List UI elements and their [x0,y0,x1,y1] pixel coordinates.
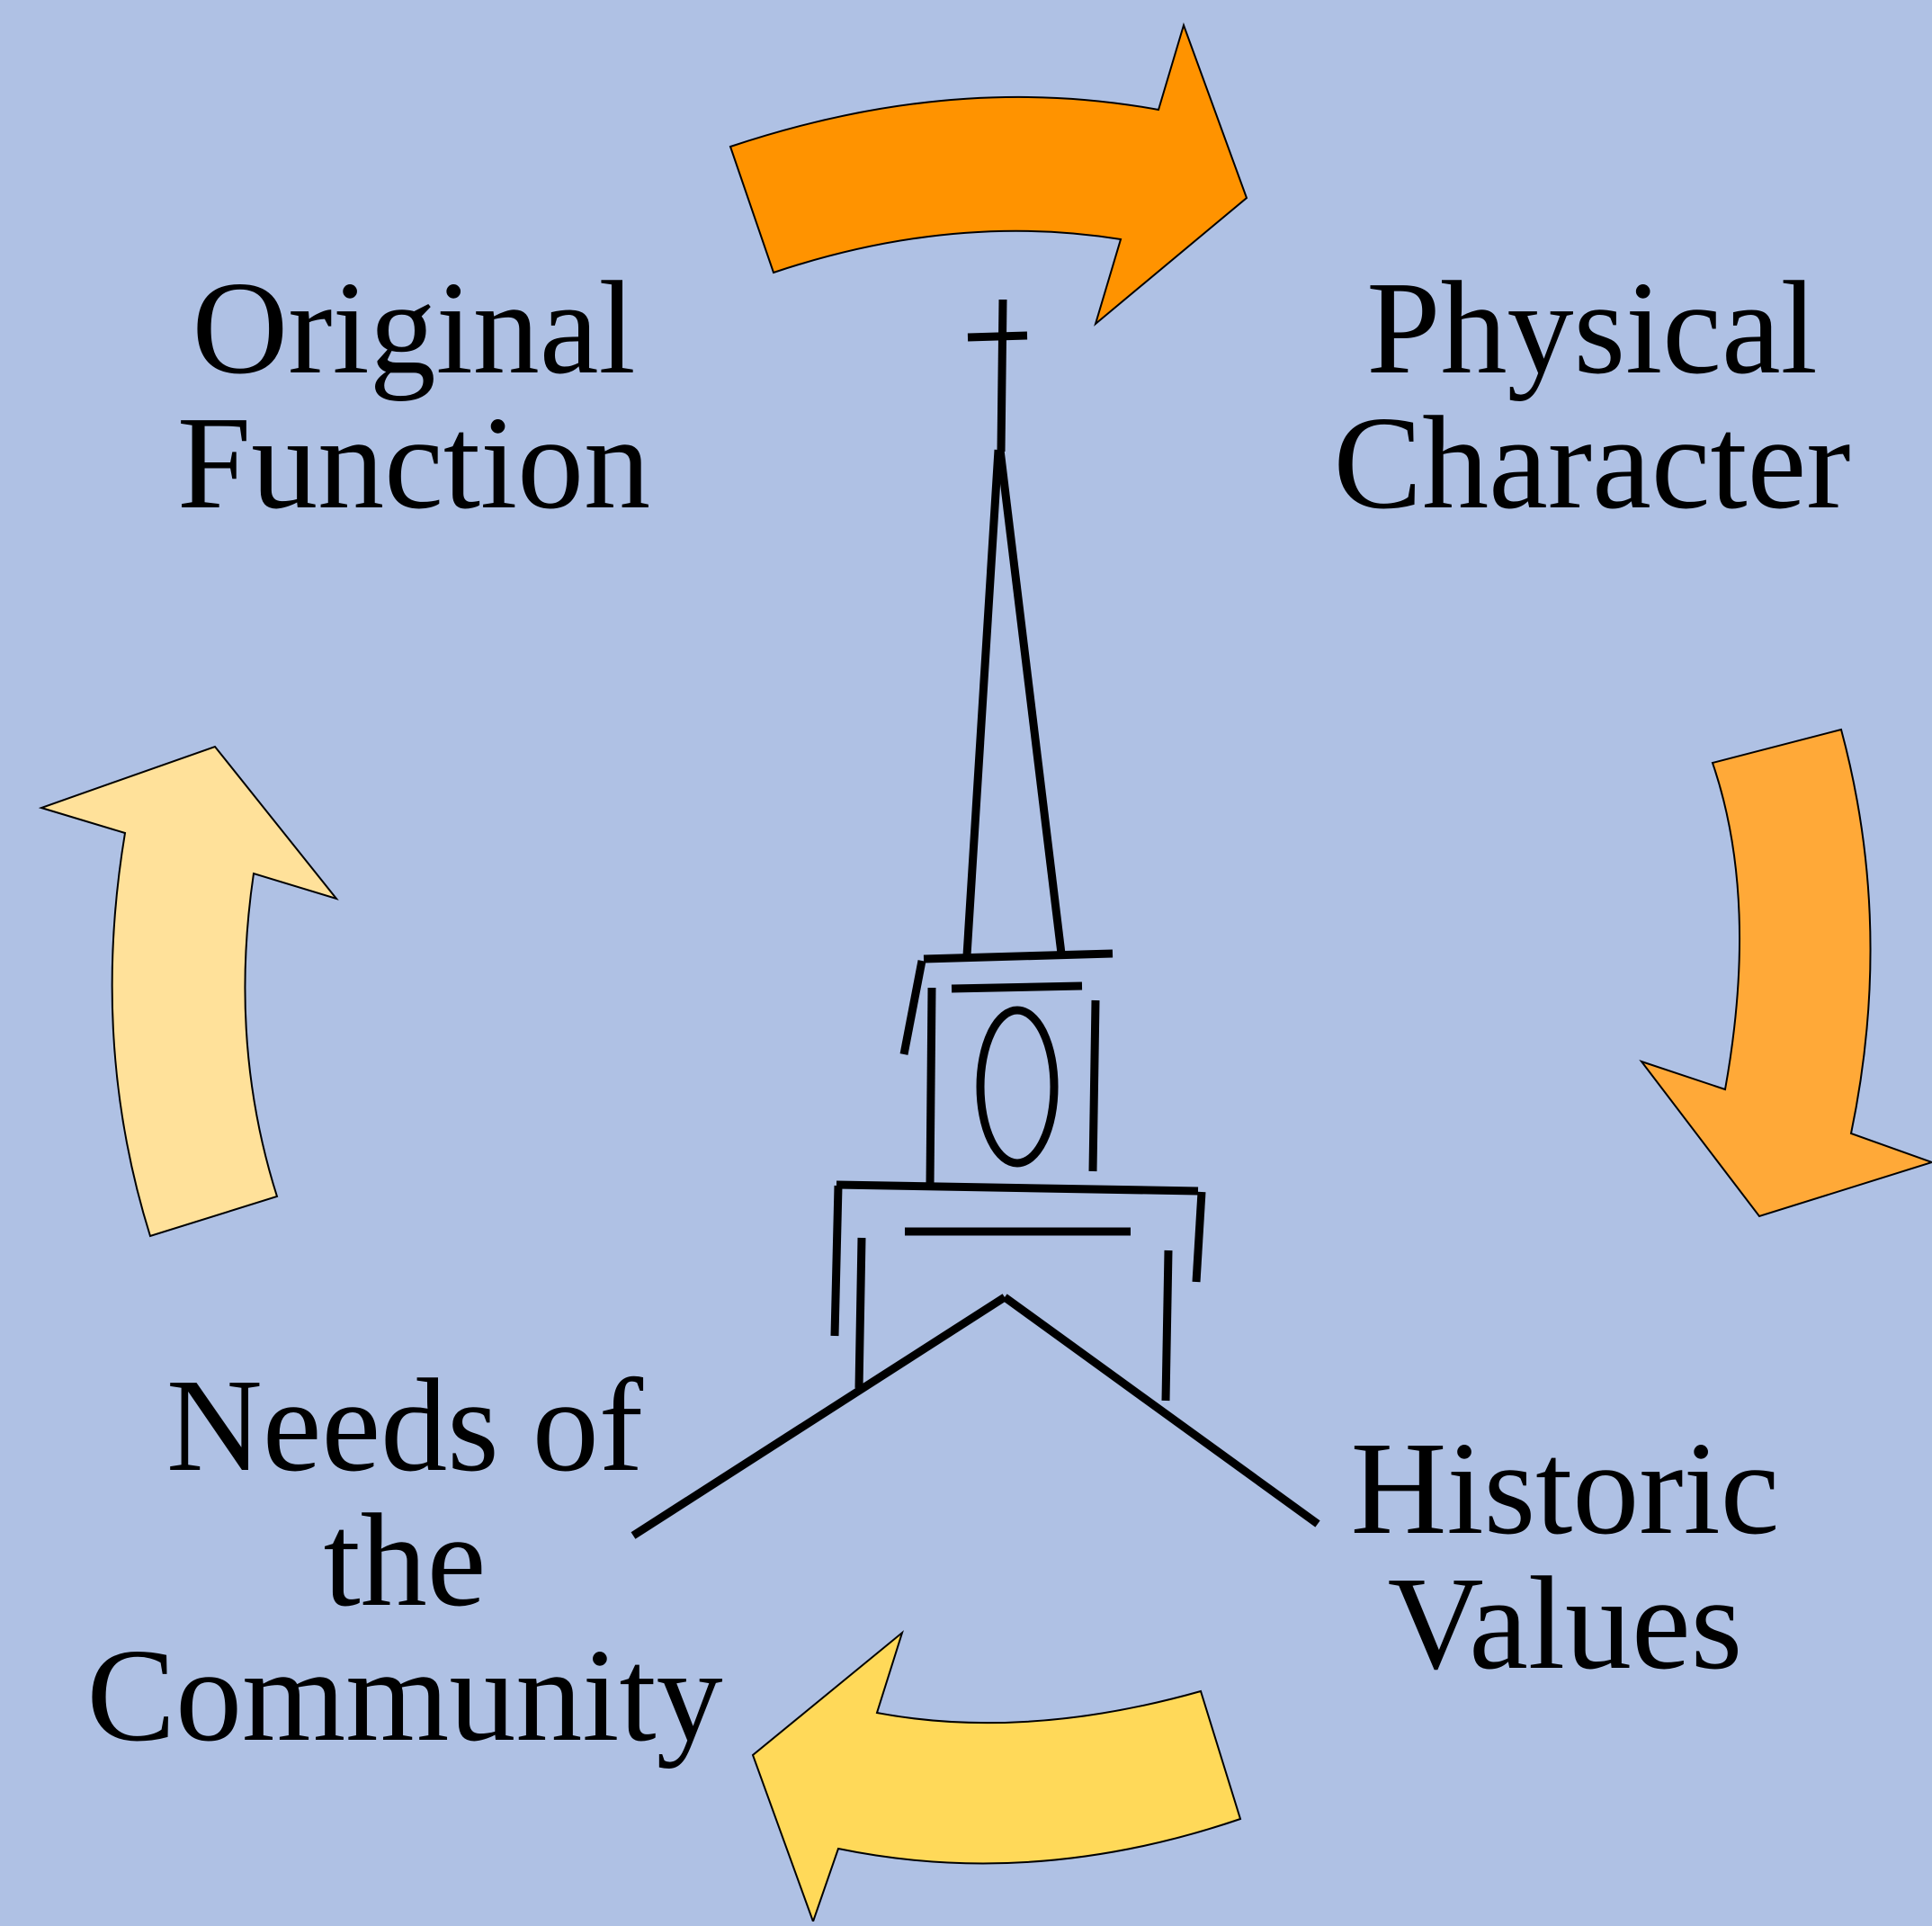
label-line: Historic [1350,1415,1780,1563]
belfry-left-post [926,987,936,1187]
arrow-bottom-left [751,1630,1242,1924]
label-needs-of-community: Needs of the Community [54,1358,756,1763]
label-line: the [323,1487,487,1635]
tower-right-post [1161,1250,1173,1402]
roof-left [631,1294,1007,1539]
label-line: Physical [1366,255,1818,402]
label-physical-character: Physical Character [1295,261,1889,531]
label-line: Original [192,255,636,402]
belfry-oval-window [976,1006,1059,1168]
arrow-right-down [1639,728,1932,1218]
cross-horizontal [967,331,1028,342]
label-line: Needs of [165,1352,644,1500]
spire-left [962,449,1003,956]
tower-left-edge [830,1185,843,1337]
arrow-top-right [729,22,1248,327]
label-line: Values [1387,1550,1743,1698]
label-line: Community [86,1622,723,1769]
belfry-right-post [1088,999,1100,1172]
spire-right [996,449,1066,954]
belfry-cornice [923,949,1114,963]
label-historic-values: Historic Values [1313,1421,1817,1691]
tower-right-edge [1192,1191,1206,1283]
label-line: Function [176,390,651,537]
roof-right [1002,1294,1320,1527]
church-steeple-icon [631,299,1320,1539]
arrow-left-up [38,745,339,1238]
label-original-function: Original Function [126,261,702,531]
tower-left-post [854,1237,866,1389]
belfry-lintel [951,981,1083,993]
belfry-left-edge [899,960,926,1055]
cross-vertical [997,299,1007,452]
label-line: Character [1333,390,1851,537]
tower-cornice [836,1180,1199,1196]
